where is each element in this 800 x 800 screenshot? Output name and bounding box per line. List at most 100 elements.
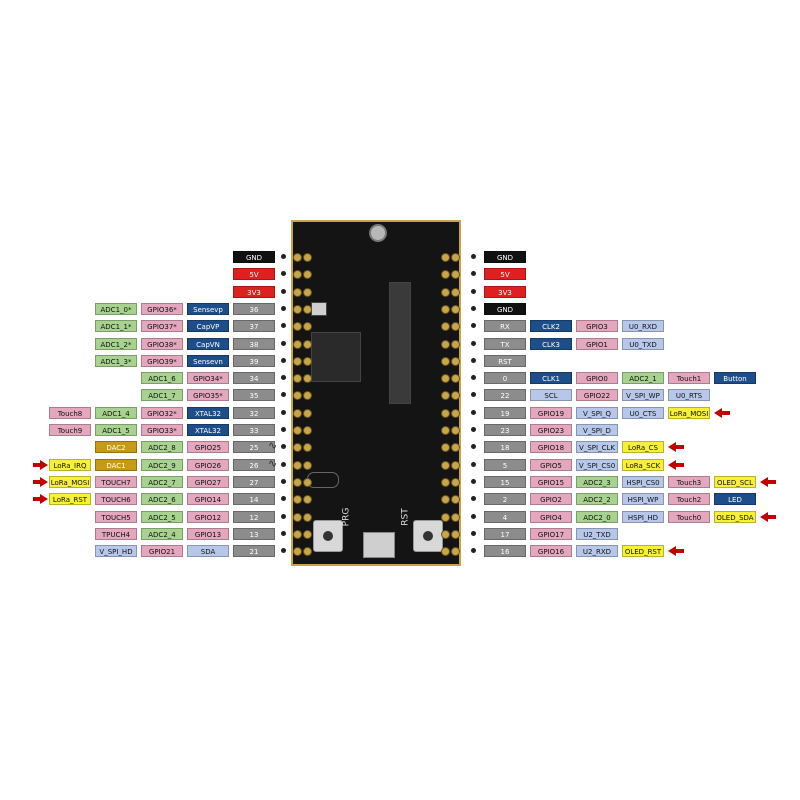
right-pin-label-tx: TX — [484, 337, 526, 350]
left-header-pad — [293, 270, 302, 280]
left-pin-label-34: 34 — [233, 372, 275, 385]
left-pin-label-xtal32: XTAL32 — [187, 406, 229, 419]
left-pin-label-touch6: TOUCH6 — [95, 493, 137, 506]
right-header-pad — [451, 529, 460, 539]
left-pin-label-3v3: 3V3 — [233, 285, 275, 298]
right-pin-dot — [471, 496, 476, 502]
left-header-pad — [293, 356, 302, 366]
arrow-left-icon — [760, 511, 768, 522]
inner-header-pad — [303, 304, 312, 314]
inner-header-pad — [303, 356, 312, 366]
wave-icon: ∿ — [268, 456, 278, 470]
left-pin-label-xtal32: XTAL32 — [187, 424, 229, 436]
left-header-pad — [293, 460, 302, 470]
left-pin-label-adc1-4: ADC1_4 — [95, 406, 137, 419]
usb-port[interactable] — [363, 532, 395, 558]
left-pin-label-adc2-7: ADC2_7 — [141, 475, 183, 488]
left-header-pad — [293, 339, 302, 349]
arrow-left-icon — [714, 407, 722, 418]
left-pin-label-gpio37: GPIO37* — [141, 320, 183, 333]
left-pin-label-gpio14: GPIO14 — [187, 493, 229, 506]
left-pin-label-adc1-0: ADC1_0* — [95, 302, 137, 315]
prg-button[interactable] — [313, 520, 343, 552]
inner-header-pad — [441, 270, 450, 280]
left-pin-label-gpio26: GPIO26 — [187, 458, 229, 471]
right-pin-label-gpio2: GPIO2 — [530, 493, 572, 506]
left-header-pad — [293, 287, 302, 297]
left-pin-label-gpio12: GPIO12 — [187, 510, 229, 523]
right-header-pad — [451, 322, 460, 332]
right-pin-dot — [471, 357, 476, 363]
board-logo — [307, 472, 339, 488]
left-pin-label-39: 39 — [233, 354, 275, 367]
left-pin-label-adc1-6: ADC1_6 — [141, 372, 183, 385]
arrow-left-icon — [668, 546, 676, 557]
right-pin-label-u0-rxd: U0_RXD — [622, 320, 664, 333]
right-pin-label-v-spi-d: V_SPI_D — [576, 424, 618, 436]
right-header-pad — [451, 391, 460, 401]
left-pin-dot — [281, 288, 286, 294]
inner-header-pad — [441, 460, 450, 470]
right-header-pad — [451, 495, 460, 505]
left-pin-dot — [281, 548, 286, 554]
right-pin-label-clk2: CLK2 — [530, 320, 572, 333]
right-pin-label-3v3: 3V3 — [484, 285, 526, 298]
right-pin-label-scl: SCL — [530, 389, 572, 402]
left-header-pad — [293, 443, 302, 453]
right-header-pad — [451, 270, 460, 280]
left-header-pad — [293, 253, 302, 262]
left-pin-label-21: 21 — [233, 545, 275, 558]
right-pin-label-v-spi-wp: V_SPI_WP — [622, 389, 664, 402]
inner-header-pad — [441, 253, 450, 262]
right-pin-label-hspi-cs0: HSPI_CS0 — [622, 475, 664, 488]
inner-header-pad — [441, 426, 450, 435]
right-pin-label-5v: 5V — [484, 268, 526, 281]
arrow-shaft — [33, 497, 41, 502]
left-pin-label-touch5: TOUCH5 — [95, 510, 137, 523]
right-pin-label-gpio0: GPIO0 — [576, 372, 618, 385]
arrow-left-icon — [760, 476, 768, 487]
right-header-pad — [451, 426, 460, 435]
right-pin-label-18: 18 — [484, 441, 526, 454]
inner-header-pad — [303, 287, 312, 297]
left-pin-label-gpio25: GPIO25 — [187, 441, 229, 454]
inner-header-pad — [441, 356, 450, 366]
right-pin-label-4: 4 — [484, 510, 526, 523]
right-pin-label-touch3: Touch3 — [668, 475, 710, 488]
left-pin-label-26: 26 — [233, 458, 275, 471]
right-pin-label-16: 16 — [484, 545, 526, 558]
right-pin-label-19: 19 — [484, 406, 526, 419]
right-pin-label-v-spi-q: V_SPI_Q — [576, 406, 618, 419]
left-header-pad — [293, 426, 302, 435]
left-pin-dot — [281, 392, 286, 398]
right-pin-label-gnd: GND — [484, 251, 526, 263]
inner-header-pad — [441, 529, 450, 539]
connector-strip — [389, 282, 411, 404]
right-pin-label-gpio22: GPIO22 — [576, 389, 618, 402]
right-header-pad — [451, 460, 460, 470]
rst-button[interactable] — [413, 520, 443, 552]
left-pin-label-gpio21: GPIO21 — [141, 545, 183, 558]
right-pin-label-v-spi-clk: V_SPI_CLK — [576, 441, 618, 454]
left-pin-label-33: 33 — [233, 424, 275, 436]
right-header-pad — [451, 374, 460, 384]
left-pin-label-adc2-4: ADC2_4 — [141, 527, 183, 540]
right-header-pad — [451, 512, 460, 522]
left-pin-label-capvp: CapVP — [187, 320, 229, 333]
inner-header-pad — [441, 322, 450, 332]
left-pin-label-touch9: Touch9 — [49, 424, 91, 436]
inner-header-pad — [303, 270, 312, 280]
left-pin-label-gpio34: GPIO34* — [187, 372, 229, 385]
left-pin-label-5v: 5V — [233, 268, 275, 281]
arrow-left-icon — [668, 442, 676, 453]
left-pin-label-tpuch4: TPUCH4 — [95, 527, 137, 540]
right-pin-label-gpio1: GPIO1 — [576, 337, 618, 350]
inner-header-pad — [303, 529, 312, 539]
right-pin-label-adc2-3: ADC2_3 — [576, 475, 618, 488]
right-pin-label-hspi-hd: HSPI_HD — [622, 510, 664, 523]
right-pin-label-rx: RX — [484, 320, 526, 333]
inner-header-pad — [303, 426, 312, 435]
right-header-pad — [451, 408, 460, 418]
right-pin-dot — [471, 288, 476, 294]
right-pin-dot — [471, 461, 476, 467]
